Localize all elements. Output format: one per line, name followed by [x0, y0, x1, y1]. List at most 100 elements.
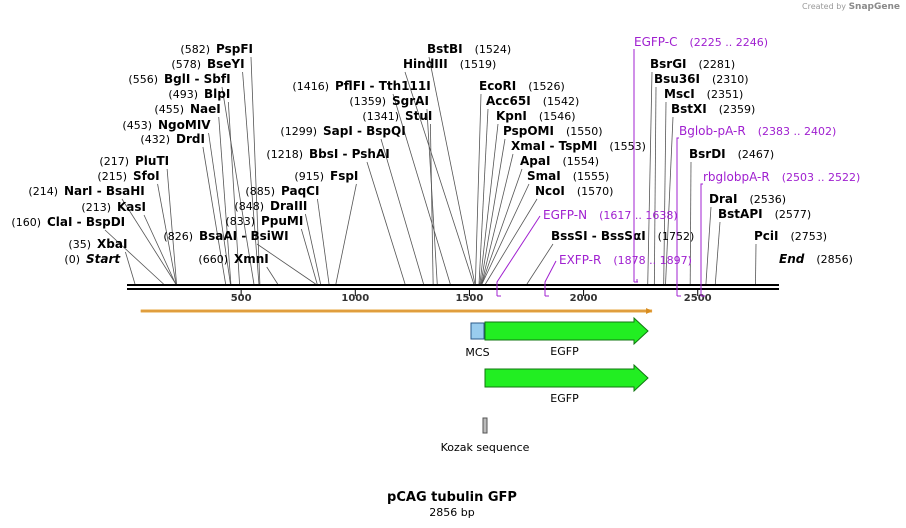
- site-leader: [250, 56, 261, 285]
- site-position: (2577): [775, 208, 812, 221]
- site-position: (215): [97, 170, 127, 183]
- site-leader: [304, 213, 321, 285]
- site-leader: [256, 243, 316, 285]
- site-name: XmnI: [234, 252, 269, 266]
- ruler-tick-label: 500: [231, 293, 252, 304]
- site-position: (2467): [738, 148, 775, 161]
- ruler-tick-label: 1000: [341, 293, 369, 304]
- site-name: DraIII: [270, 199, 307, 213]
- site-position: (493): [168, 88, 198, 101]
- site-name: PciI: [754, 229, 779, 243]
- site-leader: [481, 183, 530, 285]
- site-position: (1359): [349, 95, 386, 108]
- site-leader: [227, 101, 240, 285]
- kozak-box: [482, 417, 488, 434]
- site-name: NcoI: [535, 184, 565, 198]
- primer-range: (1617 .. 1638): [599, 209, 678, 222]
- site-position: (160): [11, 216, 41, 229]
- site-name: PpuMI: [261, 214, 303, 228]
- site-name: BsaAI - BsiWI: [199, 229, 289, 243]
- site-leader: [125, 251, 136, 285]
- site-leader: [266, 266, 279, 285]
- site-leader: [479, 123, 499, 285]
- site-leader: [380, 138, 424, 285]
- ruler-tick-label: 2000: [570, 293, 598, 304]
- site-leader: [208, 132, 231, 285]
- site-position: (1341): [362, 110, 399, 123]
- site-name: PaqCI: [281, 184, 319, 198]
- site-leader: [665, 116, 674, 285]
- site-position: (848): [234, 200, 264, 213]
- site-position: (833): [225, 215, 255, 228]
- site-leader: [317, 198, 330, 285]
- site-leader: [653, 86, 657, 285]
- primer-labels: EGFP-C(2225 .. 2246)Bglob-pA-R(2383 .. 2…: [496, 35, 860, 297]
- site-name: BseYI: [207, 57, 245, 71]
- site-leader: [481, 153, 514, 285]
- site-position: (453): [122, 119, 152, 132]
- site-name: PluTI: [135, 154, 169, 168]
- site-name: BglI - SbfI: [164, 72, 231, 86]
- site-name: StuI: [405, 109, 432, 123]
- site-name: SmaI: [527, 169, 561, 183]
- site-position: (1570): [577, 185, 614, 198]
- site-name: SfoI: [133, 169, 160, 183]
- site-name: BsrDI: [689, 147, 726, 161]
- site-position: (1546): [539, 110, 576, 123]
- site-name: SgrAI: [392, 94, 429, 108]
- primer-range: (1878 .. 1897): [613, 254, 692, 267]
- primer-range: (2383 .. 2402): [758, 125, 837, 138]
- site-leader: [218, 116, 232, 285]
- site-leader: [121, 198, 177, 285]
- primer-range: (2225 .. 2246): [689, 36, 768, 49]
- site-leader-lines: [104, 56, 757, 285]
- site-name: End: [779, 252, 805, 266]
- primer-name: rbglobpA-R: [703, 170, 770, 184]
- ruler-tick-label: 1500: [456, 293, 484, 304]
- site-position: (1299): [280, 125, 317, 138]
- site-leader: [755, 243, 757, 285]
- site-name: BsrGI: [650, 57, 687, 71]
- site-position: (1519): [460, 58, 497, 71]
- site-position: (915): [294, 170, 324, 183]
- site-leader: [143, 214, 176, 285]
- site-position: (2856): [816, 253, 853, 266]
- site-leader: [104, 229, 164, 285]
- site-leader: [526, 243, 554, 285]
- site-leader: [242, 71, 260, 285]
- plasmid-length: 2856 bp: [429, 506, 474, 519]
- site-leader: [166, 168, 177, 285]
- site-position: (2281): [699, 58, 736, 71]
- feature-label-mcs: MCS: [465, 346, 489, 359]
- site-leader: [705, 206, 712, 285]
- site-position: (1554): [562, 155, 599, 168]
- site-name: NarI - BsaHI: [64, 184, 145, 198]
- ruler: 500 1000 1500 2000 2500: [231, 290, 712, 304]
- dna-backbone: [127, 284, 779, 290]
- site-position: (1416): [292, 80, 329, 93]
- site-name: BstXI: [671, 102, 707, 116]
- site-position: (1524): [475, 43, 512, 56]
- egfp-arrow-2: [484, 363, 649, 393]
- site-name: BlpI: [204, 87, 230, 101]
- site-position: (432): [140, 133, 170, 146]
- site-leader: [689, 161, 692, 285]
- site-name: BstAPI: [718, 207, 763, 221]
- site-name: FspI: [330, 169, 358, 183]
- primer-leader: [544, 260, 557, 296]
- site-leader: [404, 71, 475, 285]
- ruler-tick-label: 2500: [684, 293, 712, 304]
- site-position: (2536): [749, 193, 786, 206]
- primer-name: EGFP-C: [634, 35, 677, 49]
- primer-name: EGFP-N: [543, 208, 587, 222]
- primer-leader: [700, 183, 703, 296]
- site-name: PflFI - Tth111I: [335, 79, 431, 93]
- site-name: Acc65I: [486, 94, 531, 108]
- site-name: HindIII: [403, 57, 448, 71]
- site-name: NaeI: [190, 102, 221, 116]
- site-leader: [392, 93, 451, 285]
- site-name: PspFI: [216, 42, 253, 56]
- primer-leader: [496, 215, 541, 296]
